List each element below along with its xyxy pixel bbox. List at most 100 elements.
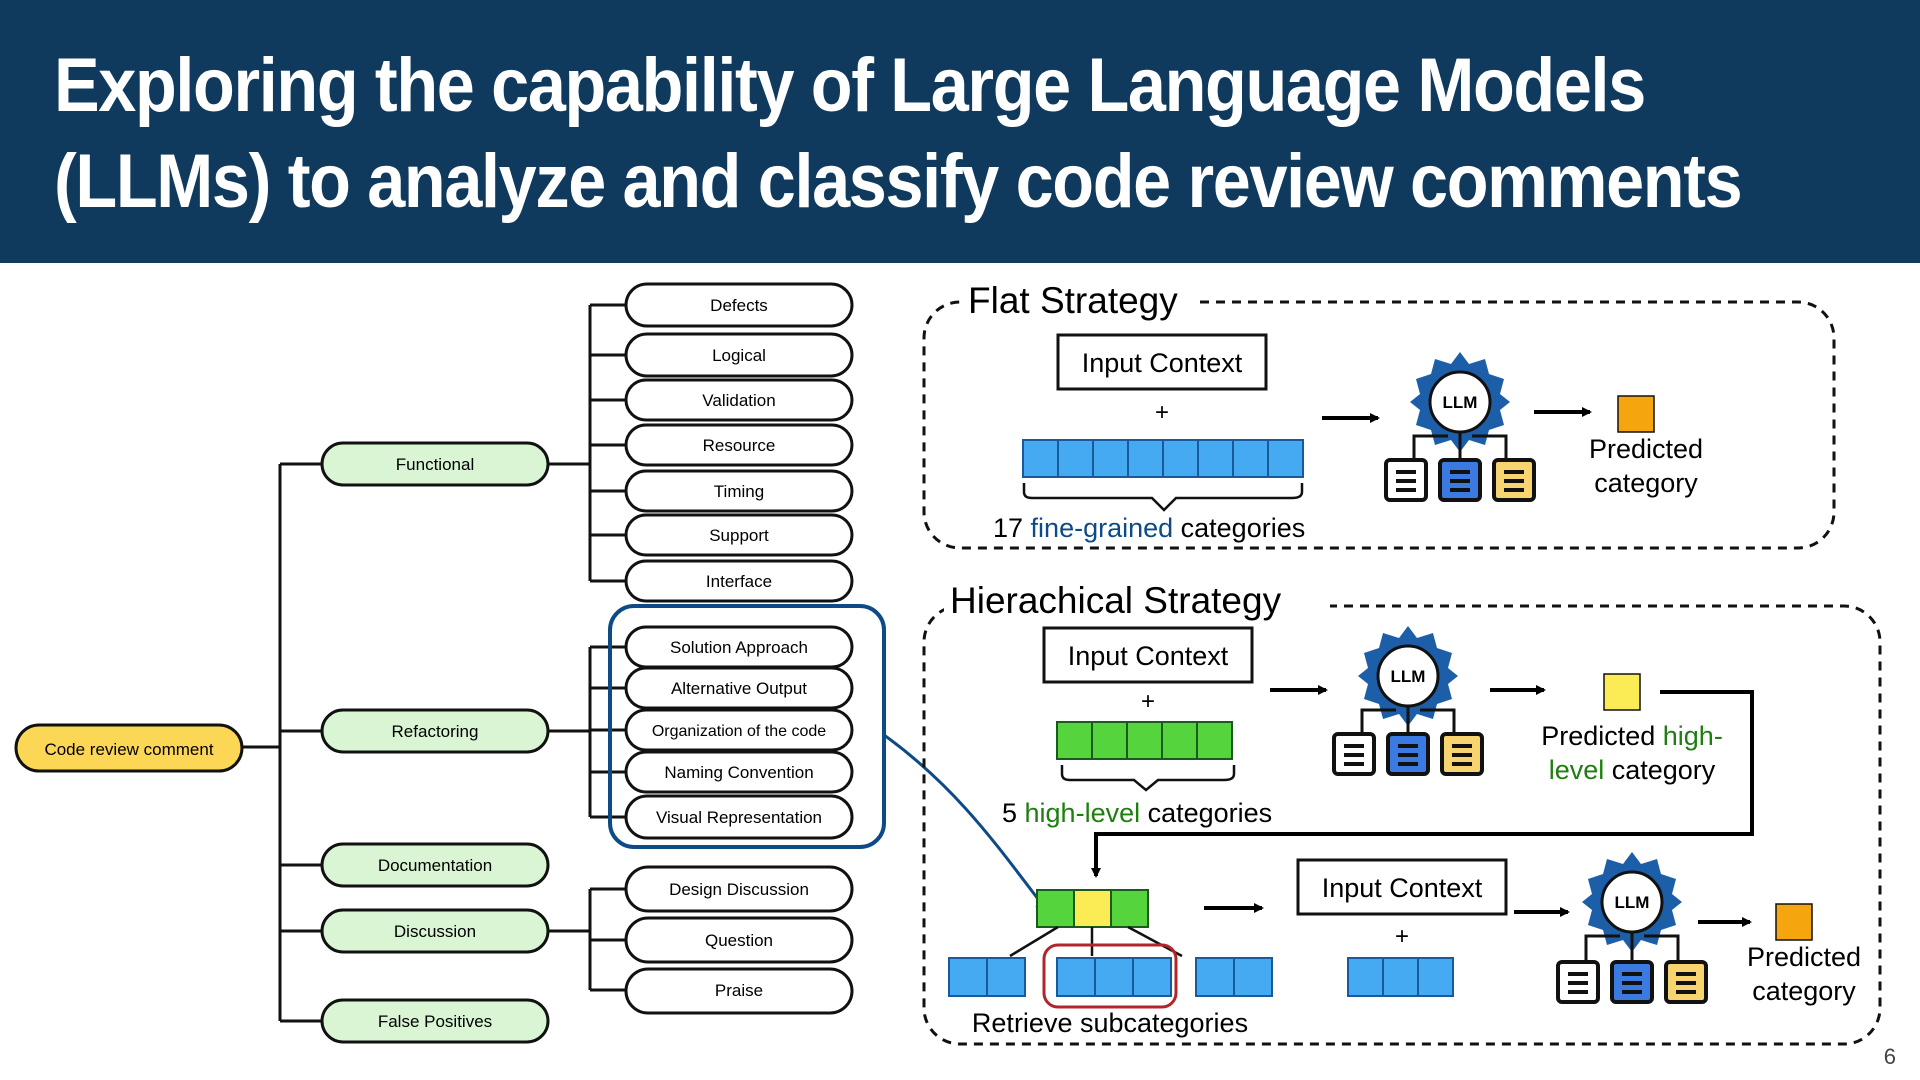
document-icon bbox=[1332, 732, 1376, 776]
hier-subcategory-cells-left bbox=[948, 957, 1026, 997]
hier-input-context-box-1: Input Context bbox=[1042, 626, 1254, 684]
hier-plus-2: + bbox=[1395, 923, 1409, 950]
svg-text:Input Context: Input Context bbox=[1322, 873, 1483, 903]
hier-llm-icon-2: LLM bbox=[1580, 850, 1684, 970]
hier-predicted-label-1: Predicted bbox=[1747, 942, 1861, 972]
svg-text:Support: Support bbox=[709, 526, 769, 545]
root-label: Code review comment bbox=[44, 740, 213, 759]
flat-strategy-title: Flat Strategy bbox=[968, 280, 1178, 321]
hier-input-cells-2 bbox=[1347, 957, 1454, 997]
hier-selected-subcategory-highlight bbox=[1042, 943, 1178, 1009]
leaf-node: Timing bbox=[624, 469, 854, 513]
svg-text:Naming Convention: Naming Convention bbox=[664, 763, 813, 782]
hierarchical-strategy-panel: Hierachical Strategy Input Context + 5 h… bbox=[922, 578, 1882, 1046]
group-label: Functional bbox=[396, 455, 474, 474]
hier-llm-icon-1: LLM bbox=[1356, 624, 1460, 744]
flat-brace bbox=[1022, 483, 1304, 512]
hier-selected-row bbox=[1036, 889, 1149, 928]
flat-predicted-label-1: Predicted bbox=[1589, 434, 1703, 464]
hier-caption: 5 high-level categories bbox=[1002, 798, 1272, 828]
flat-llm-icon: LLM bbox=[1408, 350, 1512, 470]
leaf-node: Solution Approach bbox=[624, 625, 854, 669]
svg-text:Praise: Praise bbox=[715, 981, 763, 1000]
group-node-documentation: Documentation bbox=[320, 842, 550, 888]
document-icon bbox=[1664, 960, 1708, 1004]
group-node-refactoring: Refactoring bbox=[320, 708, 550, 754]
hier-predicted-square bbox=[1775, 903, 1813, 941]
group-node-discussion: Discussion bbox=[320, 908, 550, 954]
group-label: Discussion bbox=[394, 922, 476, 941]
svg-text:Resource: Resource bbox=[703, 436, 776, 455]
document-icon bbox=[1384, 458, 1428, 502]
document-icon bbox=[1492, 458, 1536, 502]
hier-feedback-arrow bbox=[1091, 690, 1754, 878]
group-node-functional: Functional bbox=[320, 441, 550, 487]
svg-text:Input Context: Input Context bbox=[1068, 641, 1229, 671]
document-icon bbox=[1556, 960, 1600, 1004]
flat-input-context-box: Input Context bbox=[1056, 333, 1268, 391]
hier-subcategory-cells-right bbox=[1195, 957, 1273, 997]
page-number: 6 bbox=[1883, 1044, 1896, 1069]
leaf-node: Naming Convention bbox=[624, 750, 854, 794]
svg-text:Timing: Timing bbox=[714, 482, 764, 501]
document-icon bbox=[1438, 458, 1482, 502]
refactoring-highlight-box bbox=[608, 604, 886, 849]
hier-retrieve-label: Retrieve subcategories bbox=[972, 1008, 1248, 1038]
hier-input-context-box-2: Input Context bbox=[1296, 858, 1508, 916]
hierarchical-strategy-title: Hierachical Strategy bbox=[950, 580, 1282, 621]
group-label: False Positives bbox=[378, 1012, 492, 1031]
document-icon bbox=[1386, 732, 1430, 776]
slide-title-line-1: Exploring the capability of Large Langua… bbox=[54, 43, 1646, 128]
svg-text:LLM: LLM bbox=[1391, 667, 1426, 686]
leaf-node: Validation bbox=[624, 378, 854, 422]
flat-caption: 17 fine-grained categories bbox=[993, 513, 1305, 543]
hier-subcategory-cells-middle bbox=[1056, 957, 1172, 997]
leaf-node: Logical bbox=[624, 332, 854, 378]
group-label: Documentation bbox=[378, 856, 492, 875]
hier-predicted-high-level-label-1: Predicted high- bbox=[1541, 721, 1723, 751]
leaf-node: Interface bbox=[624, 559, 854, 603]
leaf-node: Design Discussion bbox=[624, 865, 854, 913]
slide-title-line-2: (LLMs) to analyze and classify code revi… bbox=[54, 139, 1743, 224]
flat-category-cells bbox=[1022, 439, 1304, 478]
leaf-node: Resource bbox=[624, 423, 854, 467]
svg-text:LLM: LLM bbox=[1443, 393, 1478, 412]
svg-text:LLM: LLM bbox=[1615, 893, 1650, 912]
flat-plus: + bbox=[1155, 399, 1169, 426]
svg-text:Defects: Defects bbox=[710, 296, 768, 315]
taxonomy-tree: Code review comment Functional Refactori… bbox=[14, 282, 1050, 1044]
hier-retrieve-connectors bbox=[1009, 925, 1183, 958]
flat-strategy-panel: Flat Strategy Input Context + 17 fine-gr… bbox=[922, 280, 1836, 550]
svg-text:Design Discussion: Design Discussion bbox=[669, 880, 809, 899]
group-label: Refactoring bbox=[392, 722, 479, 741]
leaf-node: Organization of the code bbox=[624, 708, 854, 752]
svg-text:Interface: Interface bbox=[706, 572, 772, 591]
leaf-node: Support bbox=[624, 513, 854, 557]
flat-predicted-label-2: category bbox=[1594, 468, 1698, 498]
hier-brace bbox=[1060, 765, 1236, 792]
leaf-node: Alternative Output bbox=[624, 666, 854, 710]
leaf-node: Praise bbox=[624, 967, 854, 1015]
title-banner bbox=[0, 0, 1920, 263]
document-icon bbox=[1610, 960, 1654, 1004]
refactoring-connector-arrow bbox=[883, 733, 1050, 914]
slide-title: Exploring the capability of Large Langua… bbox=[54, 38, 1743, 230]
leaf-node: Question bbox=[624, 916, 854, 964]
hier-predicted-high-level-square bbox=[1603, 673, 1641, 711]
document-icon bbox=[1440, 732, 1484, 776]
svg-text:Solution Approach: Solution Approach bbox=[670, 638, 808, 657]
hier-high-level-cells bbox=[1056, 721, 1233, 760]
svg-text:Validation: Validation bbox=[702, 391, 775, 410]
svg-text:Organization of the code: Organization of the code bbox=[652, 723, 826, 740]
svg-text:Visual Representation: Visual Representation bbox=[656, 808, 822, 827]
svg-text:Logical: Logical bbox=[712, 346, 766, 365]
group-node-false-positives: False Positives bbox=[320, 998, 550, 1044]
leaf-node: Defects bbox=[624, 282, 854, 328]
leaf-node: Visual Representation bbox=[624, 794, 854, 840]
taxonomy-root-node: Code review comment bbox=[14, 723, 244, 773]
svg-text:Input Context: Input Context bbox=[1082, 348, 1243, 378]
flat-predicted-square bbox=[1617, 395, 1655, 433]
hier-predicted-label-2: category bbox=[1752, 976, 1856, 1006]
svg-text:Alternative Output: Alternative Output bbox=[671, 679, 807, 698]
